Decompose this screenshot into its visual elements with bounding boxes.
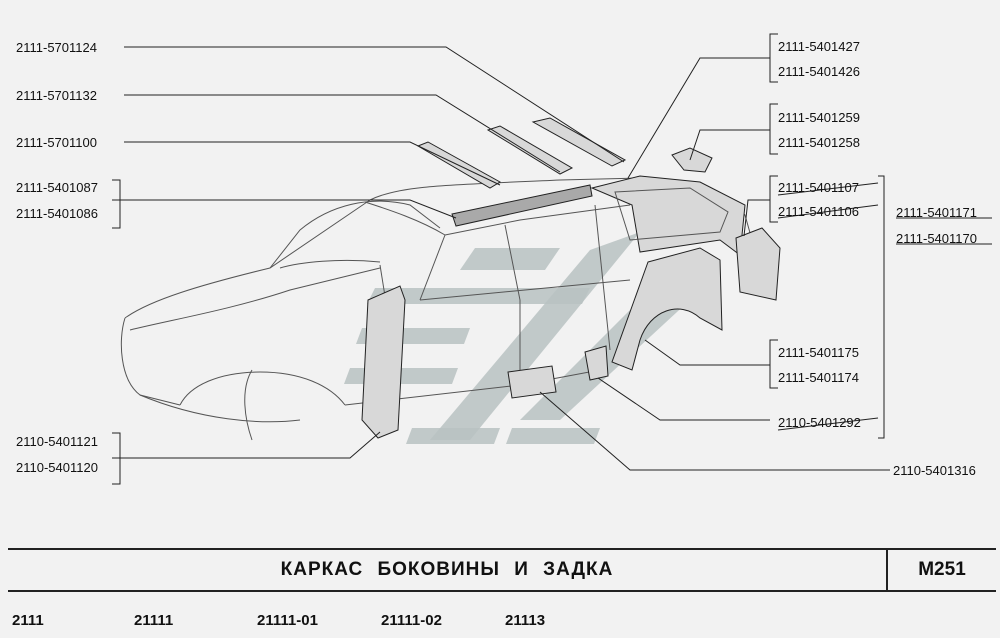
title-bar: КАРКАС БОКОВИНЫ И ЗАДКА M251 (8, 548, 996, 592)
roof-parts (361, 117, 781, 439)
label-2111-5401258: 2111-5401258 (778, 135, 860, 150)
label-2110-5401316: 2110-5401316 (893, 463, 976, 478)
model-item: 21111-01 (257, 612, 318, 629)
model-item: 21111-02 (381, 612, 442, 629)
label-2110-5401120: 2110-5401120 (16, 460, 98, 475)
label-2111-5701100: 2111-5701100 (16, 135, 97, 150)
part-labels: 2111-5701124 2111-5701132 2111-5701100 2… (16, 39, 977, 478)
label-2111-5401107: 2111-5401107 (778, 180, 859, 195)
label-2110-5401121: 2110-5401121 (16, 434, 98, 449)
label-2111-5401426: 2111-5401426 (778, 64, 860, 79)
model-item: 21113 (505, 612, 546, 629)
label-2110-5401292: 2110-5401292 (778, 415, 861, 430)
label-2111-5401175: 2111-5401175 (778, 345, 859, 360)
label-2111-5401171: 2111-5401171 (896, 205, 977, 220)
label-2111-5401106: 2111-5401106 (778, 204, 859, 219)
model-item: 2111 (12, 612, 44, 629)
page-code: M251 (918, 559, 966, 580)
title-divider (886, 550, 888, 590)
label-2111-5401427: 2111-5401427 (778, 39, 860, 54)
parts-diagram: 2111-5701124 2111-5701132 2111-5701100 2… (16, 33, 992, 485)
label-2111-5401170: 2111-5401170 (896, 231, 977, 246)
label-2111-5401087: 2111-5401087 (16, 180, 98, 195)
page-title: КАРКАС БОКОВИНЫ И ЗАДКА (280, 559, 614, 580)
model-list: 2111 21111 21111-01 21111-02 21113 (0, 612, 1000, 634)
leader-lines (112, 46, 890, 471)
label-2111-5701124: 2111-5701124 (16, 40, 97, 55)
label-2111-5401086: 2111-5401086 (16, 206, 98, 221)
label-brackets (112, 33, 885, 485)
label-2111-5701132: 2111-5701132 (16, 88, 97, 103)
label-2111-5401174: 2111-5401174 (778, 370, 859, 385)
label-2111-5401259: 2111-5401259 (778, 110, 860, 125)
model-item: 21111 (134, 612, 174, 629)
strike-marks (777, 182, 992, 431)
